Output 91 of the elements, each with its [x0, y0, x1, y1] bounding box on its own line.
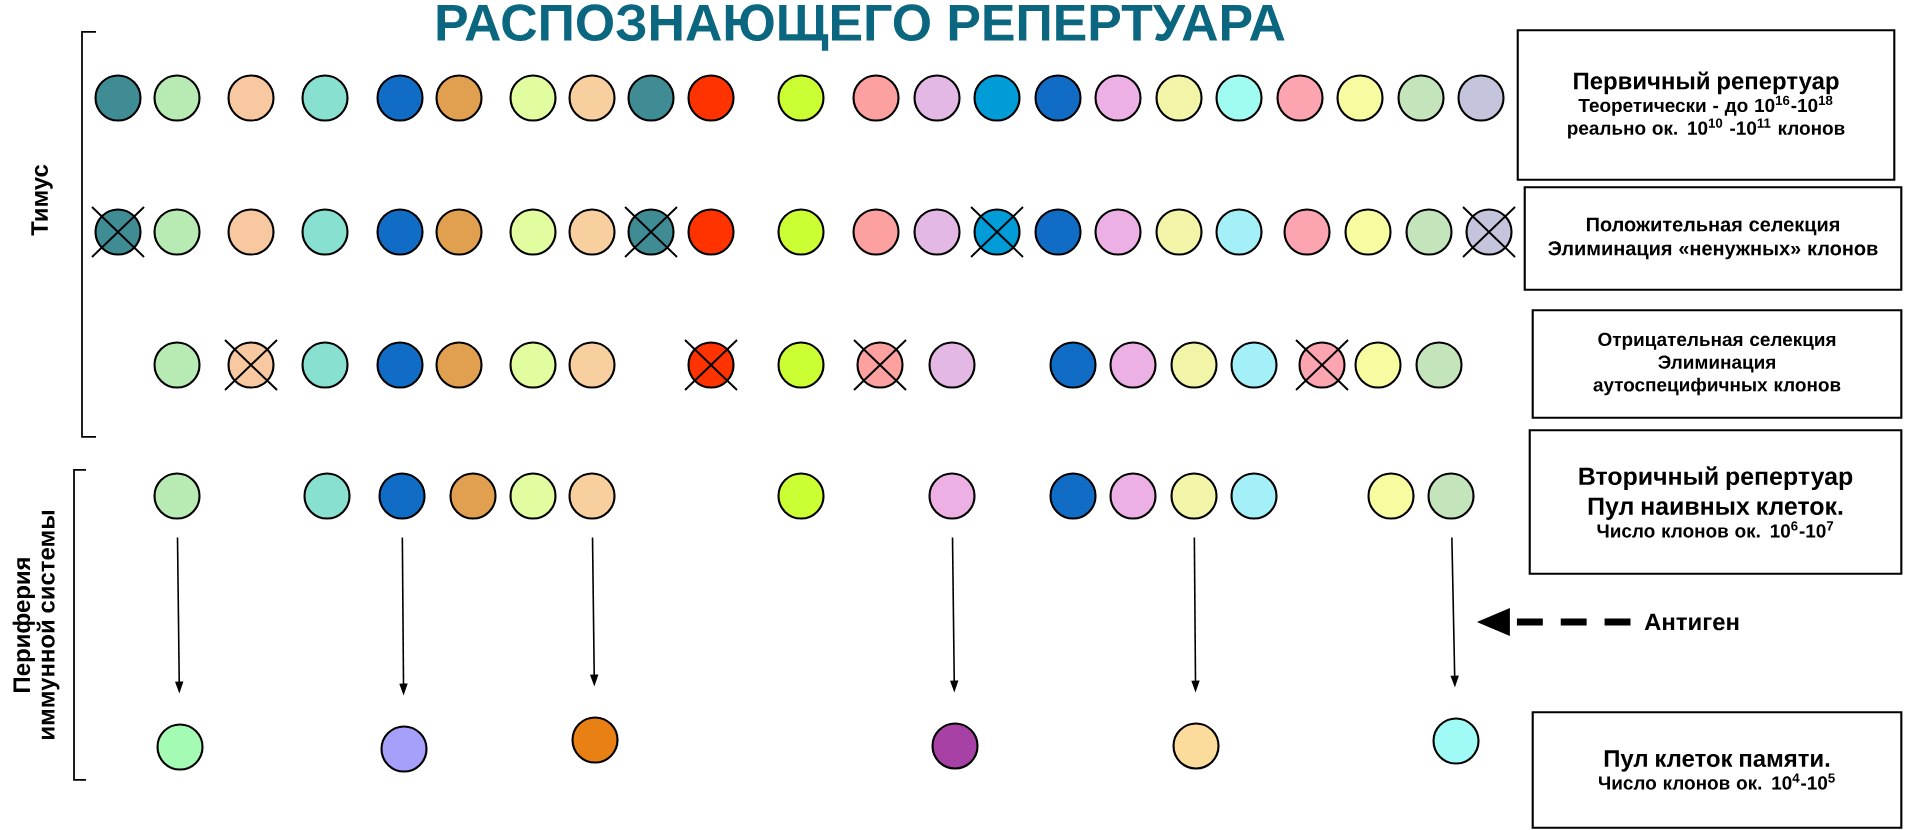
- cell-circle: [1155, 208, 1203, 256]
- cell-circle: [627, 74, 675, 122]
- cell-circle: [1215, 208, 1263, 256]
- cell-circle: [777, 341, 825, 389]
- note-box: Отрицательная селекция Элиминация аутоспецифичных клонов: [1531, 309, 1903, 419]
- cell-circle: [1432, 717, 1480, 765]
- cell-circle: [687, 208, 735, 256]
- cell-circle: [568, 472, 616, 520]
- cell-circle: [1283, 208, 1331, 256]
- cell-circle: [380, 725, 428, 773]
- cell-circle: [509, 74, 557, 122]
- cell-circle: [153, 341, 201, 389]
- cell-circle: [931, 722, 979, 770]
- cell-circle: [153, 74, 201, 122]
- crossed-out-cell: [1295, 339, 1349, 391]
- cell-circle: [1336, 74, 1384, 122]
- cell-circle: [1276, 74, 1324, 122]
- crossed-out-cell: [1462, 206, 1516, 258]
- cell-circle: [568, 341, 616, 389]
- crossed-out-cell: [684, 339, 738, 391]
- cell-circle: [1094, 74, 1142, 122]
- cell-circle: [1427, 472, 1475, 520]
- cell-circle: [435, 208, 483, 256]
- cell-circle: [1230, 341, 1278, 389]
- cell-circle: [913, 74, 961, 122]
- cell-circle: [1109, 472, 1157, 520]
- cell-circle: [928, 341, 976, 389]
- crossed-out-cell: [91, 206, 145, 258]
- note-box: Положительная селекция Элиминация «ненужных» клонов: [1523, 186, 1903, 291]
- cell-circle: [1034, 74, 1082, 122]
- cell-circle: [301, 341, 349, 389]
- cell-circle: [1457, 74, 1505, 122]
- crossed-out-cell: [853, 339, 907, 391]
- cell-circle: [509, 341, 557, 389]
- cell-circle: [435, 341, 483, 389]
- antigen-label: Антиген: [1644, 613, 1739, 631]
- cell-circle: [777, 472, 825, 520]
- cell-circle: [1049, 472, 1097, 520]
- cell-circle: [852, 208, 900, 256]
- cell-circle: [1415, 341, 1463, 389]
- side-label: Тимус: [31, 164, 53, 236]
- note-box: Вторичный репертуар Пул наивных клеток. Число клонов ок. 10$^{6}$-10$^{7}$: [1528, 429, 1903, 575]
- note-box: Первичный репертуар Теоретически - до 10$^{16}$-10$^{18}$ реально ок. 10$^{10}$ -10$^{11}$ клонов: [1516, 29, 1896, 181]
- cell-circle: [378, 472, 426, 520]
- cell-circle: [1094, 208, 1142, 256]
- side-label: Периферия иммунной системы: [12, 511, 60, 739]
- cell-circle: [571, 716, 619, 764]
- cell-circle: [94, 74, 142, 122]
- cell-circle: [1034, 208, 1082, 256]
- title: РАСПОЗНАЮЩЕГО РЕПЕРТУАРА: [437, 4, 1285, 51]
- crossed-out-cell: [624, 206, 678, 258]
- cell-circle: [227, 208, 275, 256]
- cell-circle: [303, 472, 351, 520]
- cell-circle: [1397, 74, 1445, 122]
- cell-circle: [777, 208, 825, 256]
- cell-circle: [687, 74, 735, 122]
- cell-circle: [1405, 208, 1453, 256]
- cell-circle: [435, 74, 483, 122]
- cell-circle: [1170, 341, 1218, 389]
- cell-circle: [153, 472, 201, 520]
- cell-circle: [227, 74, 275, 122]
- cell-circle: [156, 723, 204, 771]
- crossed-out-cell: [224, 339, 278, 391]
- cell-circle: [301, 208, 349, 256]
- cell-circle: [1344, 208, 1392, 256]
- cell-circle: [852, 74, 900, 122]
- cell-circle: [1367, 472, 1415, 520]
- cell-circle: [376, 208, 424, 256]
- cell-circle: [301, 74, 349, 122]
- cell-circle: [449, 472, 497, 520]
- cell-circle: [376, 341, 424, 389]
- cell-circle: [973, 74, 1021, 122]
- cell-circle: [376, 74, 424, 122]
- cell-circle: [509, 208, 557, 256]
- cell-circle: [153, 208, 201, 256]
- cell-circle: [568, 74, 616, 122]
- cell-circle: [913, 208, 961, 256]
- crossed-out-cell: [970, 206, 1024, 258]
- cell-circle: [1155, 74, 1203, 122]
- cell-circle: [1049, 341, 1097, 389]
- cell-circle: [928, 472, 976, 520]
- cell-circle: [777, 74, 825, 122]
- cell-circle: [1354, 341, 1402, 389]
- cell-circle: [1215, 74, 1263, 122]
- cell-circle: [1230, 472, 1278, 520]
- cell-circle: [509, 472, 557, 520]
- cell-circle: [1170, 472, 1218, 520]
- cell-circle: [1172, 722, 1220, 770]
- cell-circle: [1109, 341, 1157, 389]
- note-box: Пул клеток памяти. Число клонов ок. 10$^{4}$-10$^{5}$: [1531, 711, 1903, 829]
- cell-circle: [568, 208, 616, 256]
